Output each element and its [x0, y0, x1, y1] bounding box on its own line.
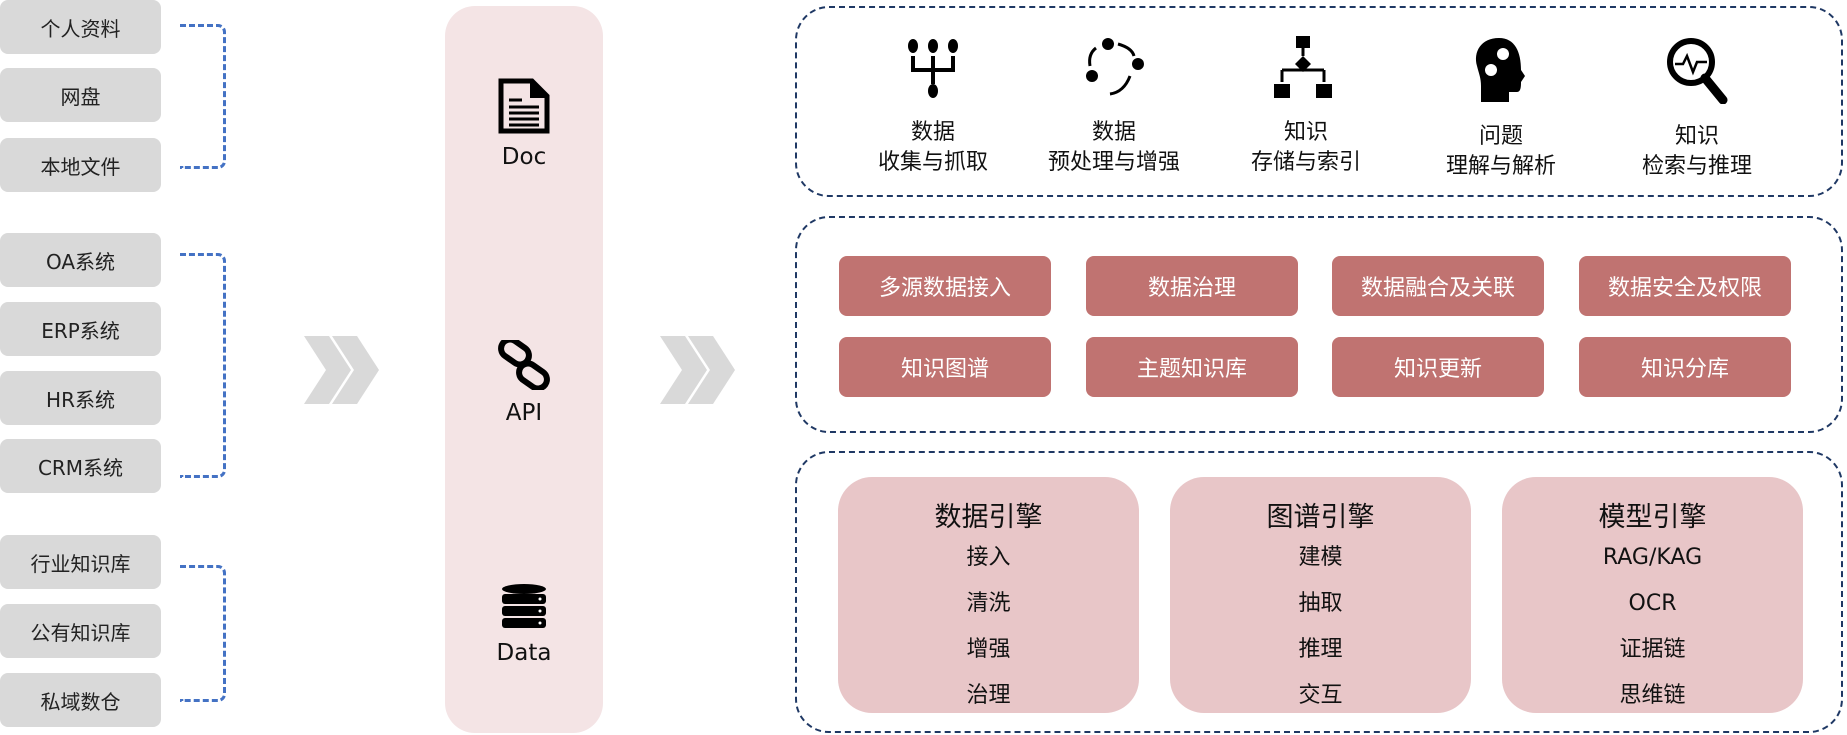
capability-line1: 数据: [910, 120, 955, 145]
function-data-governance: 数据治理: [1086, 256, 1298, 316]
access-data: Data: [445, 584, 603, 666]
functions-panel: 多源数据接入 数据治理 数据融合及关联 数据安全及权限 知识图谱 主题知识库 知…: [795, 216, 1843, 433]
bracket-group2: [180, 253, 226, 478]
capability-line2: 检索与推理: [1641, 154, 1752, 179]
capability-line1: 知识: [1674, 124, 1719, 149]
capability-line2: 预处理与增强: [1047, 150, 1180, 175]
capability-question: 问题理解与解析: [1406, 36, 1596, 182]
access-api: API: [445, 336, 603, 426]
link-icon: [498, 336, 550, 392]
document-icon: [498, 78, 550, 134]
chevron-right-icon: [660, 336, 735, 404]
engine-item: RAG/KAG: [1602, 545, 1703, 570]
engine-item: 交互: [1298, 683, 1343, 708]
capability-line1: 问题: [1478, 124, 1523, 149]
function-knowledge-graph: 知识图谱: [839, 337, 1051, 397]
engine-title: 数据引擎: [934, 502, 1043, 533]
access-label: Data: [496, 640, 552, 666]
engine-item: 接入: [966, 545, 1011, 570]
database-icon: [502, 584, 546, 628]
engine-item: OCR: [1628, 591, 1677, 616]
engine-item: 证据链: [1619, 637, 1686, 662]
capability-data-collection: 数据收集与抓取: [838, 36, 1028, 178]
chevron-right-icon: [304, 336, 379, 404]
source-erp: ERP系统: [0, 302, 161, 356]
engine-item: 思维链: [1619, 683, 1686, 708]
capability-line1: 数据: [1091, 120, 1136, 145]
engine-item: 建模: [1298, 545, 1343, 570]
bracket-group3: [180, 565, 226, 702]
cycle-icon: [1086, 38, 1144, 96]
flowchart-icon: [1274, 36, 1332, 98]
capability-line1: 知识: [1283, 120, 1328, 145]
source-public-kb: 公有知识库: [0, 604, 161, 658]
source-local-files: 本地文件: [0, 138, 161, 192]
access-doc: Doc: [445, 78, 603, 170]
source-hr: HR系统: [0, 371, 161, 425]
engine-graph: 图谱引擎 建模 抽取 推理 交互: [1170, 477, 1471, 713]
source-oa: OA系统: [0, 233, 161, 287]
source-private-warehouse: 私域数仓: [0, 673, 161, 727]
capability-preprocess: 数据预处理与增强: [1019, 36, 1209, 178]
engine-item: 推理: [1298, 637, 1343, 662]
engine-title: 模型引擎: [1598, 502, 1707, 533]
source-crm: CRM系统: [0, 439, 161, 493]
capability-line2: 存储与索引: [1250, 150, 1361, 175]
head-gears-icon: [1475, 38, 1525, 102]
engine-item: 增强: [966, 637, 1011, 662]
engine-data: 数据引擎 接入 清洗 增强 治理: [838, 477, 1139, 713]
magnifier-pulse-icon: [1667, 38, 1728, 104]
engines-panel: 数据引擎 接入 清洗 增强 治理 图谱引擎 建模 抽取 推理 交互 模型引擎 R…: [795, 451, 1843, 733]
capability-line2: 理解与解析: [1445, 154, 1556, 179]
capability-retrieval: 知识检索与推理: [1602, 36, 1792, 182]
engine-item: 抽取: [1298, 591, 1343, 616]
function-multi-source-access: 多源数据接入: [839, 256, 1051, 316]
source-netdisk: 网盘: [0, 68, 161, 122]
data-collection-icon: [908, 39, 958, 98]
function-knowledge-update: 知识更新: [1332, 337, 1544, 397]
access-label: Doc: [501, 144, 547, 170]
access-column: Doc API Data: [445, 6, 603, 733]
function-data-security: 数据安全及权限: [1579, 256, 1791, 316]
source-personal-data: 个人资料: [0, 0, 161, 54]
engine-title: 图谱引擎: [1266, 502, 1375, 533]
function-knowledge-partition: 知识分库: [1579, 337, 1791, 397]
engine-item: 治理: [966, 683, 1011, 708]
capability-line2: 收集与抓取: [877, 150, 988, 175]
engine-model: 模型引擎 RAG/KAG OCR 证据链 思维链: [1502, 477, 1803, 713]
bracket-group1: [180, 24, 226, 169]
source-industry-kb: 行业知识库: [0, 535, 161, 589]
capabilities-panel: 数据收集与抓取 数据预处理与增强 知识存储与索引 问题理解与解析 知识检索与推理: [795, 6, 1843, 197]
function-data-fusion: 数据融合及关联: [1332, 256, 1544, 316]
access-label: API: [505, 400, 543, 426]
engine-item: 清洗: [966, 591, 1011, 616]
function-topic-kb: 主题知识库: [1086, 337, 1298, 397]
capability-storage: 知识存储与索引: [1211, 36, 1401, 178]
